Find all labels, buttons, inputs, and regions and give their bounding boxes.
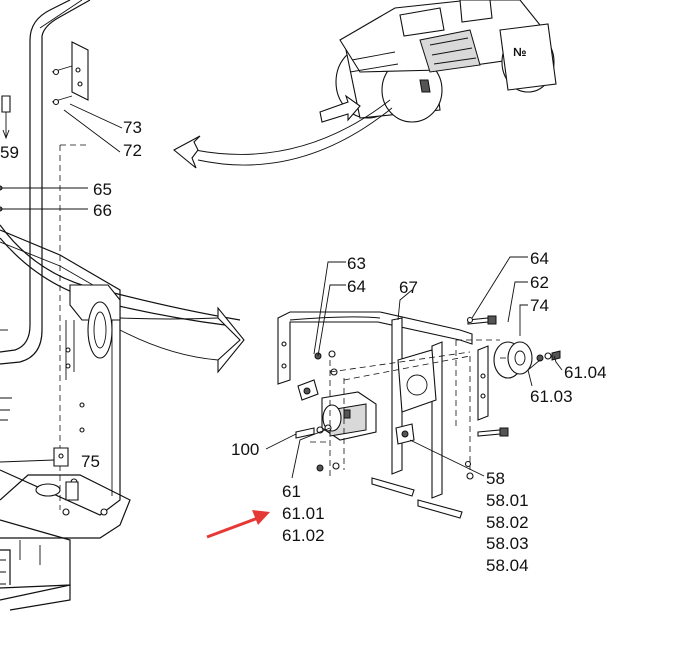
- pump-bracket-assembly: [277, 311, 561, 519]
- label-67: 67: [399, 278, 418, 297]
- zoom-pointer-arrow: [173, 99, 393, 169]
- roller-machine-illustration: №: [319, 0, 557, 123]
- label-59: 59: [0, 143, 19, 162]
- left-leader-lines: [0, 103, 123, 212]
- right-leader-lines: [265, 256, 563, 479]
- label-64-left: 64: [347, 277, 366, 296]
- label-66: 66: [93, 201, 112, 220]
- label-75: 75: [81, 452, 100, 471]
- label-61-03: 61.03: [530, 387, 573, 406]
- label-64-right: 64: [530, 249, 549, 268]
- label-65: 65: [93, 180, 112, 199]
- label-74: 74: [530, 296, 549, 315]
- label-61-02: 61.02: [282, 526, 325, 545]
- label-58: 58: [486, 469, 505, 488]
- label-62: 62: [530, 273, 549, 292]
- label-100: 100: [231, 440, 259, 459]
- label-72: 72: [123, 141, 142, 160]
- label-73: 73: [123, 118, 142, 137]
- label-63: 63: [347, 254, 366, 273]
- label-58-02: 58.02: [486, 513, 529, 532]
- label-61-01: 61.01: [282, 504, 325, 523]
- left-frame-assembly: [0, 0, 241, 611]
- svg-text:№: №: [513, 45, 526, 59]
- label-58-04: 58.04: [486, 556, 529, 575]
- label-61-04: 61.04: [564, 363, 607, 382]
- label-61: 61: [282, 482, 301, 501]
- label-58-01: 58.01: [486, 491, 529, 510]
- red-highlight-arrow: [206, 510, 270, 539]
- detail-pointer-arrow: [119, 306, 245, 374]
- part-number-labels: 73 72 59 65 66 75 63 64 67 64 62 74 61.0…: [0, 118, 607, 575]
- label-58-03: 58.03: [486, 534, 529, 553]
